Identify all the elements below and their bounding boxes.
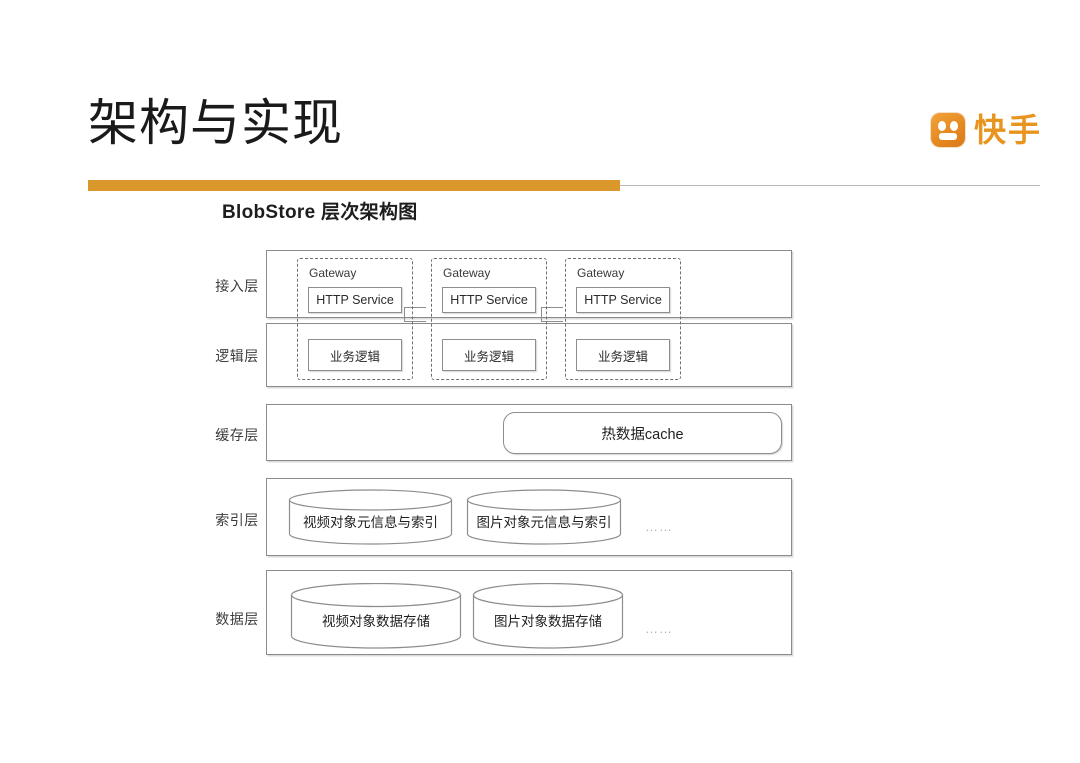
header-accent-bar [88,180,620,191]
gateway-3-business-logic[interactable]: 业务逻辑 [576,339,670,371]
gateway-2-business-logic[interactable]: 业务逻辑 [442,339,536,371]
layer-label-index: 索引层 [215,512,259,528]
page-title: 架构与实现 [88,95,343,151]
gateway-1-business-logic[interactable]: 业务逻辑 [308,339,402,371]
data-more-ellipsis: …… [645,621,673,636]
gateway-3[interactable]: Gateway [565,258,681,380]
gateway-2[interactable]: Gateway [431,258,547,380]
data-node-video-label: 视频对象数据存储 [322,614,430,629]
index-more-ellipsis: …… [645,519,673,534]
brand-logo: 快手 [930,112,1042,148]
data-node-video[interactable]: 视频对象数据存储 [290,583,462,649]
gateway-3-label: Gateway [577,266,625,280]
index-node-video[interactable]: 视频对象元信息与索引 [288,489,453,545]
brand-name: 快手 [973,112,1042,148]
layer-label-data: 数据层 [215,611,259,627]
gateway-connector-1 [404,307,426,322]
layer-label-access: 接入层 [215,278,259,294]
gateway-1-label: Gateway [309,266,357,280]
kuaishou-logo-icon [930,113,965,147]
data-node-image[interactable]: 图片对象数据存储 [472,583,624,649]
gateway-2-http-service[interactable]: HTTP Service [442,287,536,313]
layer-label-cache: 缓存层 [215,427,259,443]
data-node-image-label: 图片对象数据存储 [494,614,602,629]
gateway-connector-2 [541,307,563,322]
gateway-3-http-service[interactable]: HTTP Service [576,287,670,313]
gateway-1[interactable]: Gateway [297,258,413,380]
index-node-video-label: 视频对象元信息与索引 [303,515,438,530]
index-node-image-label: 图片对象元信息与索引 [476,515,612,530]
cache-node-hot-data[interactable]: 热数据cache [503,412,782,454]
layer-label-logic: 逻辑层 [215,348,259,364]
gateway-1-http-service[interactable]: HTTP Service [308,287,402,313]
index-node-image[interactable]: 图片对象元信息与索引 [466,489,622,545]
gateway-2-label: Gateway [443,266,491,280]
diagram-title: BlobStore 层次架构图 [222,202,418,223]
